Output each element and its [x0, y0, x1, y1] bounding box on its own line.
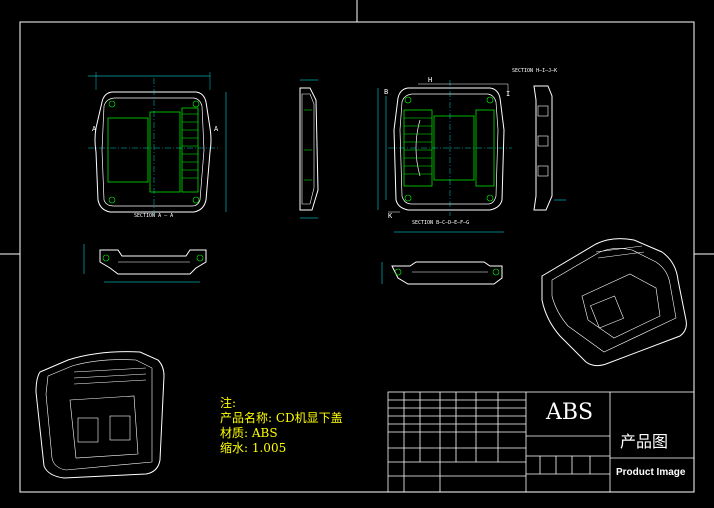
isometric-view-left — [35, 351, 165, 479]
section-view-hk — [533, 85, 566, 211]
view-label-b: B — [384, 88, 389, 96]
view-label-a-left: A — [92, 125, 97, 133]
notes-block: 注: 产品名称: CD机显下盖 材质: ABS 缩水: 1.005 — [220, 396, 343, 456]
title-block-drawing-type: 产品图 — [620, 432, 669, 451]
isometric-view-right — [541, 238, 687, 367]
notes-product-name: 产品名称: CD机显下盖 — [220, 411, 343, 425]
notes-material: 材质: ABS — [220, 426, 278, 440]
section-label-hk: SECTION H—I—J—K — [512, 68, 558, 74]
view-label-h: H — [428, 76, 433, 84]
section-label-bg: SECTION B—C—D—E—F—G — [412, 220, 470, 226]
notes-heading: 注: — [220, 396, 237, 410]
top-view-back — [377, 80, 512, 233]
title-block-material: ABS — [546, 400, 594, 425]
section-bg-profile — [381, 261, 503, 285]
view-label-i: I — [506, 90, 511, 98]
side-view-thin — [299, 79, 319, 219]
view-label-a-right: A — [214, 125, 219, 133]
title-block-product-image-label: Product Image — [616, 467, 686, 478]
notes-shrinkage: 缩水: 1.005 — [220, 441, 287, 455]
section-label-aa: SECTION A — A — [134, 213, 174, 219]
title-block-frame — [387, 391, 695, 493]
view-label-k: K — [388, 212, 393, 220]
top-view-front — [88, 72, 227, 218]
section-aa-profile — [83, 244, 207, 283]
